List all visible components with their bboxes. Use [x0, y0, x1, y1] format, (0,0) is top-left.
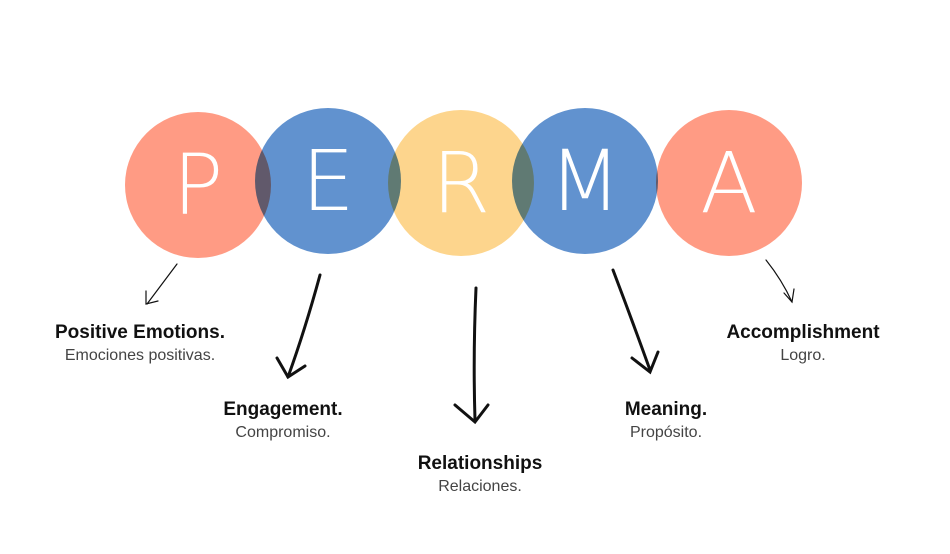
subtitle: Emociones positivas.: [64, 347, 216, 364]
circle-e: E: [255, 108, 401, 254]
letter-r: R: [431, 134, 491, 232]
subtitle: Compromiso.: [235, 424, 331, 441]
title: Relationships: [417, 453, 543, 474]
arrow-a: [765, 259, 795, 304]
subtitle: Relaciones.: [438, 478, 522, 495]
label-accomplishment: Accomplishment Logro.: [726, 322, 879, 365]
title: Engagement.: [223, 399, 343, 420]
circle-r: R: [388, 110, 534, 256]
letter-a: A: [700, 134, 758, 232]
label-relationships: Relationships Relaciones.: [418, 453, 543, 496]
circle-m: M: [512, 108, 658, 254]
label-meaning: Meaning. Propósito.: [625, 399, 707, 442]
title: Accomplishment: [726, 322, 880, 343]
letter-m: M: [548, 132, 622, 230]
label-positive-emotions: Positive Emotions. Emociones positivas.: [55, 322, 225, 365]
circle-p: P: [125, 112, 271, 258]
subtitle: Logro.: [780, 347, 826, 364]
letter-p: P: [172, 136, 224, 234]
arrow-m: [611, 268, 660, 375]
title: Meaning.: [624, 399, 708, 420]
arrow-r: [453, 286, 490, 425]
label-engagement: Engagement. Compromiso.: [223, 399, 342, 442]
arrow-e: [275, 273, 322, 380]
subtitle: Propósito.: [629, 424, 703, 441]
arrow-p: [145, 263, 178, 305]
circle-a: A: [656, 110, 802, 256]
letter-e: E: [301, 132, 355, 230]
title: Positive Emotions.: [55, 322, 225, 343]
